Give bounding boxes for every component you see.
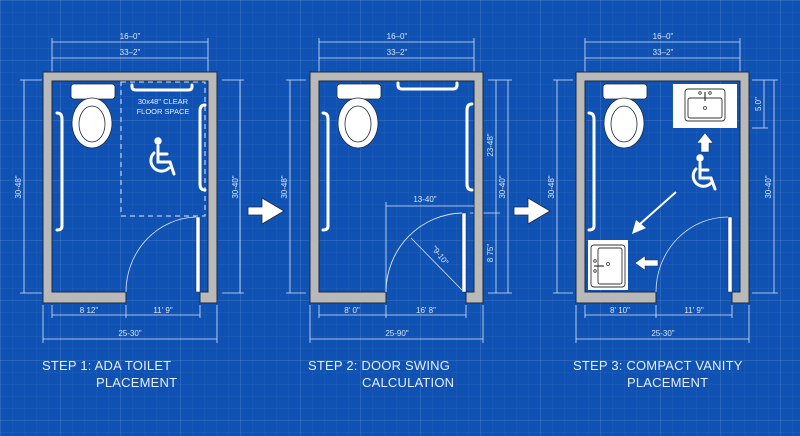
clear-floor-space [120, 81, 206, 217]
dim-right-lower: 8 75" [486, 244, 495, 263]
top-dimension-lines [318, 38, 475, 72]
bottom-dimension-lines [575, 305, 750, 343]
toilet-icon [70, 83, 116, 149]
arrow-left-icon [634, 255, 659, 271]
dim-bottom-left: 8' 0" [344, 306, 360, 315]
dim-right-upper: 23-48" [486, 133, 495, 156]
dim-top-inner: 33–2" [653, 48, 674, 57]
flow-arrow-icon [513, 197, 551, 225]
panel-step-3: 16–0" 33–2" 30-48" 5.0" 30-40" [547, 32, 778, 343]
step-1-title: STEP 1: ADA TOILET [42, 358, 172, 373]
door-swing-icon [125, 216, 201, 293]
bottom-dimension-lines [309, 305, 484, 343]
dim-right: 30-40" [231, 175, 240, 198]
step-3-title: STEP 3: COMPACT VANITY [573, 358, 743, 373]
dim-bottom-left: 8' 10" [610, 306, 630, 315]
grab-bar-icon [587, 111, 596, 232]
dim-right: 30-40" [764, 175, 773, 198]
bottom-dimension-lines [42, 305, 218, 343]
side-dimension-lines [20, 79, 244, 294]
side-dimension-lines [553, 79, 778, 294]
grab-bar-icon [55, 83, 207, 232]
dim-bottom-right: 16' 8" [416, 306, 436, 315]
side-dimension-lines [286, 79, 512, 294]
toilet-icon [602, 83, 648, 149]
grab-bar-icon [321, 81, 474, 232]
dim-top-outer: 16–0" [653, 32, 674, 41]
walls [575, 71, 750, 304]
toilet-icon [336, 83, 382, 149]
arrow-diagonal-icon [632, 191, 677, 234]
top-dimension-lines [51, 38, 209, 72]
arrow-up-icon [696, 132, 714, 153]
dim-bottom-right: 11' 9" [684, 306, 704, 315]
dim-top-outer: 16–0" [387, 32, 408, 41]
dim-left: 30-48" [547, 175, 556, 198]
walls [309, 71, 484, 304]
walls [42, 71, 218, 304]
door-swing-icon [655, 216, 733, 293]
dim-right: 30-40" [498, 175, 507, 198]
dim-bottom-total: 25-30" [651, 329, 674, 338]
dim-bottom-right: 11' 9" [153, 306, 173, 315]
dim-top-inner: 33–2" [387, 48, 408, 57]
dim-bottom-left: 8 12" [80, 306, 99, 315]
panel-step-1: 16–0" 33–2" 30-48" 30-40" 30x48" CLEAR F… [14, 32, 244, 343]
step-1-caption: STEP 1: ADA TOILET PLACEMENT [42, 357, 177, 391]
flow-arrow-icon [247, 197, 285, 225]
dim-bottom-total: 25-30" [118, 329, 141, 338]
clear-space-label-1: 30x48" CLEAR [138, 97, 189, 106]
panel-step-2: 16–0" 33–2" 30-48" 23-48" 8 75" 30-40" [280, 32, 512, 343]
dim-top-inner: 33–2" [120, 48, 141, 57]
wheelchair-icon [691, 154, 717, 191]
step-3-caption: STEP 3: COMPACT VANITY PLACEMENT [573, 357, 743, 391]
step-2-title: STEP 2: DOOR SWING [308, 358, 451, 373]
dim-top-outer: 16–0" [120, 32, 141, 41]
dim-right-upper: 5.0" [754, 97, 763, 111]
sink-icon [588, 240, 628, 290]
step-2-subtitle: CALCULATION [362, 375, 455, 390]
dim-swing-width: 13-40" [413, 195, 436, 204]
dim-bottom-total: 25-90" [385, 329, 408, 338]
step-2-caption: STEP 2: DOOR SWING CALCULATION [308, 357, 454, 391]
wheelchair-icon [149, 137, 176, 176]
step-3-subtitle: PLACEMENT [627, 375, 709, 390]
step-1-subtitle: PLACEMENT [96, 375, 178, 390]
door-swing-icon [385, 202, 474, 293]
sink-icon [673, 84, 737, 128]
dim-left: 30-48" [280, 175, 289, 198]
dim-swing-radius: "9-10" [430, 244, 451, 267]
clear-space-label-2: FLOOR SPACE [137, 107, 190, 116]
dim-left: 30-48" [14, 175, 23, 198]
top-dimension-lines [584, 38, 741, 72]
